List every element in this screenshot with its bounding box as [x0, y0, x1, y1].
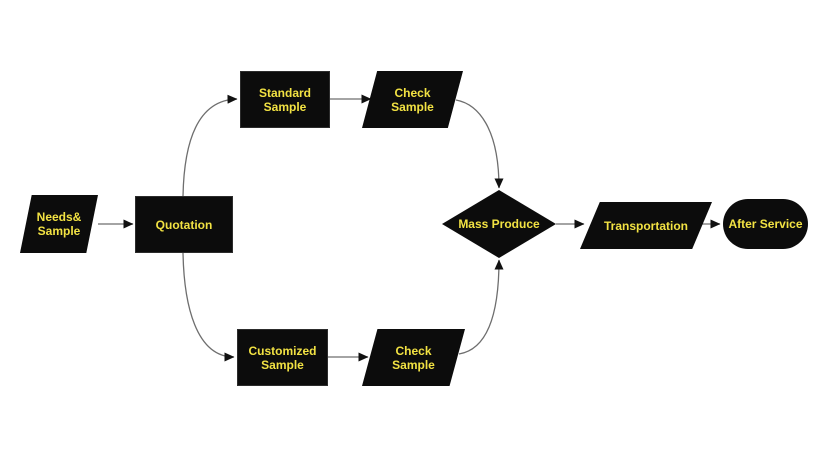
- node-after-service-label: After Service: [728, 217, 803, 231]
- node-standard-sample: Standard Sample: [240, 71, 330, 128]
- node-check-sample-bottom: Check Sample: [362, 329, 465, 386]
- connector-check-sample-bottom-to-mass-produce: [458, 259, 504, 355]
- node-mass-produce-label: Mass Produce: [458, 217, 540, 231]
- node-customized-sample: Customized Sample: [237, 329, 328, 386]
- connector-quotation-to-standard-sample: [182, 94, 238, 197]
- node-needs-sample-label: Needs& Sample: [36, 210, 82, 238]
- node-check-sample-top-label: Check Sample: [391, 85, 434, 114]
- node-quotation: Quotation: [135, 196, 233, 253]
- node-after-service: After Service: [723, 199, 808, 249]
- connector-check-sample-top-to-mass-produce: [455, 99, 504, 189]
- connector-quotation-to-customized-sample: [182, 252, 235, 362]
- node-transportation-label: Transportation: [603, 218, 688, 233]
- node-needs-sample: Needs& Sample: [20, 195, 98, 253]
- node-check-sample-bottom-label: Check Sample: [392, 343, 435, 372]
- node-transportation: Transportation: [580, 202, 712, 249]
- node-customized-sample-label: Customized Sample: [248, 343, 317, 372]
- node-standard-sample-label: Standard Sample: [258, 85, 311, 114]
- node-quotation-label: Quotation: [155, 217, 213, 232]
- node-check-sample-top: Check Sample: [362, 71, 463, 128]
